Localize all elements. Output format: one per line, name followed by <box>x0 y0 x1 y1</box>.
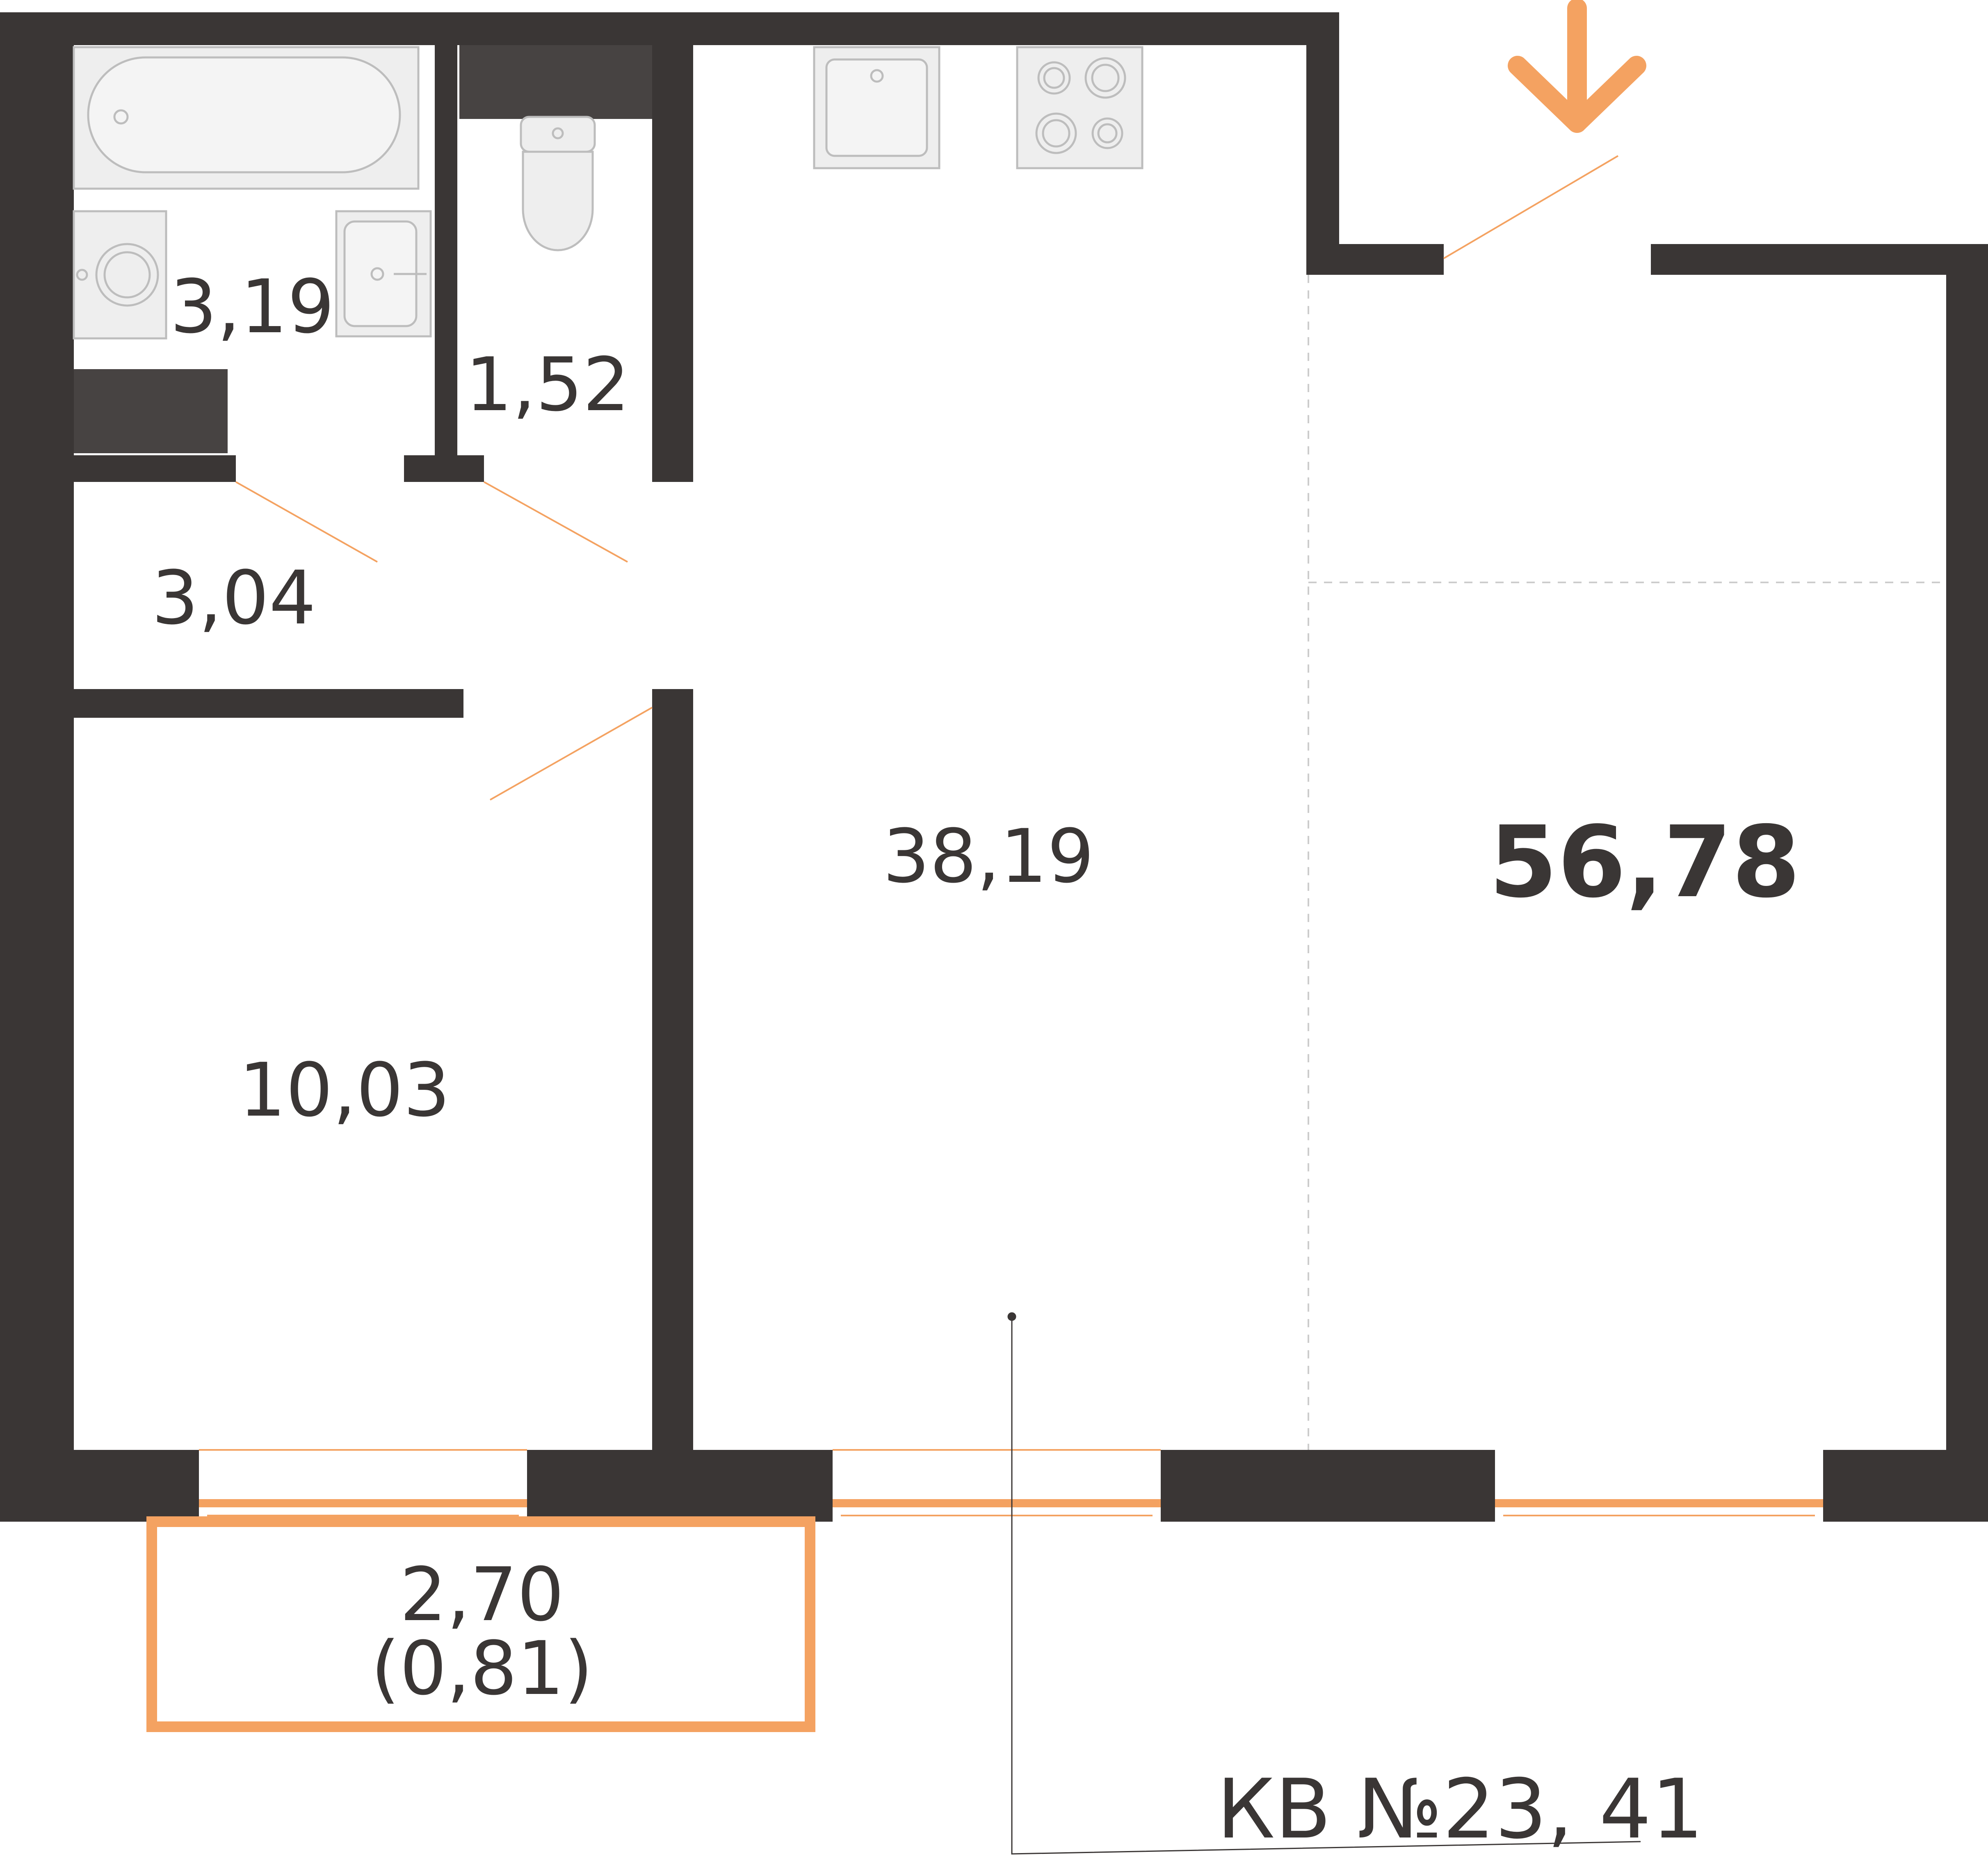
leader-line <box>1007 1312 1641 1855</box>
balcony-area: 2,70 <box>400 1552 564 1638</box>
wall-bath-bottom <box>74 455 236 482</box>
room-area-bedroom: 10,03 <box>239 1048 450 1133</box>
wall-bath-toilet-partition <box>435 45 457 455</box>
balcony-outline <box>146 1516 815 1732</box>
door-bathroom <box>235 481 378 563</box>
wall-right <box>1946 244 1988 1522</box>
wall-left <box>0 12 74 1522</box>
wall-bottom-left <box>0 1450 199 1522</box>
wall-toilet-bottom-stub <box>404 455 484 482</box>
bathtub-icon <box>73 46 420 190</box>
wall-toilet-top-cabinet <box>459 45 652 119</box>
room-area-bathroom: 3,19 <box>170 264 335 350</box>
wall-corridor-upper <box>652 45 693 482</box>
stove-icon <box>1016 46 1143 169</box>
fixtures <box>73 46 1143 340</box>
total-area: 56,78 <box>1489 805 1800 920</box>
wall-bottom-mid-left <box>527 1450 833 1522</box>
window-bedroom <box>199 1449 527 1516</box>
door-entrance <box>1443 155 1619 259</box>
door-toilet <box>484 481 628 563</box>
door-bedroom <box>490 707 653 801</box>
wall-entrance-left-stub <box>1306 244 1444 275</box>
room-area-hallway: 3,04 <box>152 555 316 641</box>
room-labels: 3,19 1,52 3,04 10,03 38,19 2,70 (0,81) <box>152 264 1094 1712</box>
window-living-left <box>833 1449 1161 1516</box>
wall-entrance-notch-vertical <box>1306 12 1339 275</box>
window-living-right <box>1495 1499 1823 1516</box>
toilet-icon <box>520 116 596 251</box>
room-area-toilet: 1,52 <box>466 342 630 428</box>
balcony-reduced-area: (0,81) <box>371 1626 593 1712</box>
wall-bath-cabinet <box>74 369 228 453</box>
wall-corridor-lower <box>652 689 693 1450</box>
walls <box>0 12 1988 1522</box>
washing-machine-icon <box>73 210 167 340</box>
wall-bottom-mid-right <box>1161 1450 1495 1522</box>
wall-entrance-right <box>1651 244 1988 275</box>
wall-top <box>0 12 1339 45</box>
room-area-living-kitchen: 38,19 <box>883 814 1094 899</box>
wall-bedroom-top <box>74 689 463 718</box>
zone-lines <box>1308 275 1946 1450</box>
windows <box>199 1449 1823 1516</box>
wall-bottom-right <box>1823 1450 1988 1522</box>
door-swings <box>235 155 1619 801</box>
sink-icon <box>335 210 432 338</box>
kitchen-sink-icon <box>813 46 940 169</box>
arrow-down-icon <box>1508 0 1646 133</box>
apartment-label: КВ №23, 41 <box>1217 1762 1704 1857</box>
